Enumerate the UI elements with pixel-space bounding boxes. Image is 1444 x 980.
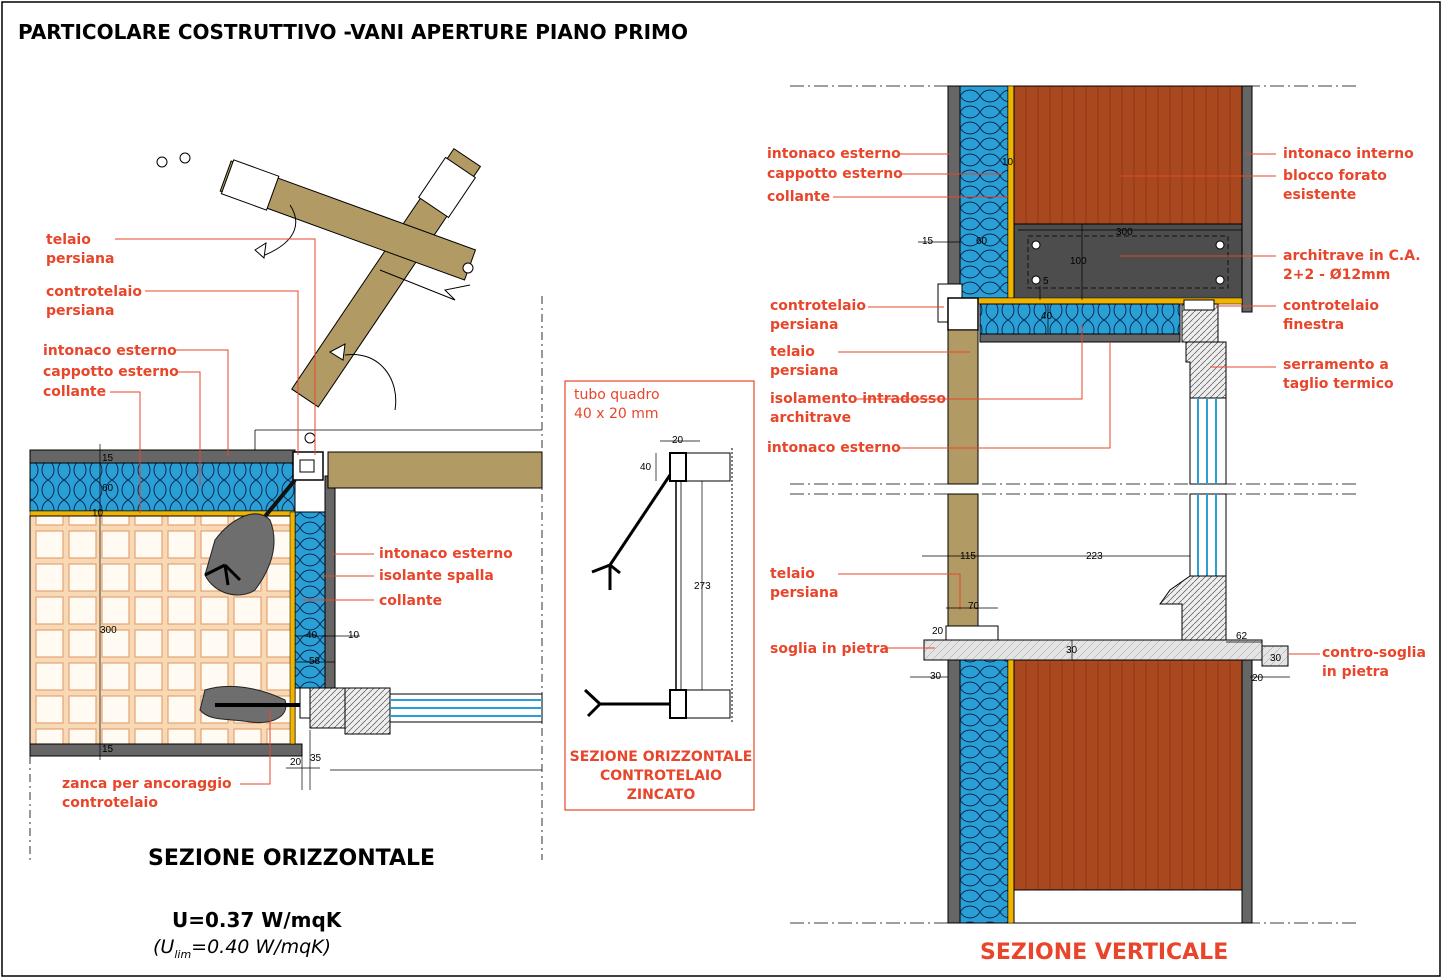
dim-35: 35 xyxy=(310,753,322,764)
v-dim-40: 40 xyxy=(1041,311,1053,322)
caption-controtelaio-zincato: SEZIONE ORIZZONTALE CONTROTELAIO ZINCATO xyxy=(569,749,753,803)
label-intonaco-esterno: intonaco esterno xyxy=(43,343,177,359)
u-value: U=0.37 W/mqK xyxy=(172,908,342,932)
label-intonaco-esterno-jamb: intonaco esterno xyxy=(379,546,513,562)
v-label-contro-soglia: contro-soglia in pietra xyxy=(1322,645,1426,680)
label-controtelaio-persiana: controtelaio persiana xyxy=(46,284,142,319)
caption-sezione-verticale: SEZIONE VERTICALE xyxy=(980,940,1229,965)
v-label-collante: collante xyxy=(767,189,831,205)
v-label-blocco-forato: blocco forato esistente xyxy=(1283,168,1387,203)
dim-20: 20 xyxy=(290,757,302,768)
detail-dim-40: 40 xyxy=(640,462,652,473)
v-dim-223: 223 xyxy=(1086,551,1103,562)
caption-sezione-orizzontale: SEZIONE ORIZZONTALE xyxy=(148,846,436,871)
v-dim-30-c: 30 xyxy=(930,671,942,682)
v-dim-20-b: 20 xyxy=(1252,673,1264,684)
u-lim-suffix: =0.40 W/mqK) xyxy=(191,936,332,958)
dim-10-jamb: 10 xyxy=(348,630,360,641)
dim-15-bottom: 15 xyxy=(102,744,114,755)
v-label-intonaco-esterno: intonaco esterno xyxy=(767,146,901,162)
dim-58: 58 xyxy=(309,656,321,667)
v-dim-15: 15 xyxy=(922,236,934,247)
v-dim-100: 100 xyxy=(1070,256,1087,267)
detail-dim-20: 20 xyxy=(672,435,684,446)
v-dim-20-a: 20 xyxy=(932,626,944,637)
v-dim-62: 62 xyxy=(1236,631,1248,642)
dim-300: 300 xyxy=(100,625,117,636)
label-telaio-persiana: telaio persiana xyxy=(46,232,115,267)
v-label-intonaco-esterno-2: intonaco esterno xyxy=(767,440,901,456)
v-label-intonaco-interno: intonaco interno xyxy=(1283,146,1414,162)
v-label-controtelaio-persiana: controtelaio persiana xyxy=(770,298,866,333)
label-isolante-spalla: isolante spalla xyxy=(379,568,494,584)
label-tubo-quadro: tubo quadro 40 x 20 mm xyxy=(574,387,660,422)
v-label-telaio-persiana: telaio persiana xyxy=(770,344,839,379)
dim-40: 40 xyxy=(306,630,318,641)
label-cappotto-esterno: cappotto esterno xyxy=(43,364,179,380)
v-label-soglia: soglia in pietra xyxy=(770,641,889,657)
v-dim-115: 115 xyxy=(960,551,976,562)
label-zanca: zanca per ancoraggio controtelaio xyxy=(62,776,232,811)
v-dim-30-a: 30 xyxy=(1066,645,1078,656)
dim-60: 60 xyxy=(102,483,114,494)
v-dim-5: 5 xyxy=(1043,276,1049,287)
v-dim-300: 300 xyxy=(1116,227,1133,238)
detail-dim-273: 273 xyxy=(694,581,711,592)
v-dim-10: 10 xyxy=(1002,157,1014,168)
u-lim-value: (Ulim=0.40 W/mqK) xyxy=(153,936,331,961)
label-collante-jamb: collante xyxy=(379,593,443,609)
v-label-telaio-persiana-2: telaio persiana xyxy=(770,566,839,601)
horizontal-section xyxy=(29,147,543,860)
label-collante: collante xyxy=(43,384,107,400)
dim-15-top: 15 xyxy=(102,453,114,464)
v-label-architrave: architrave in C.A. 2+2 - Ø12mm xyxy=(1283,248,1421,283)
u-lim-prefix: (U xyxy=(153,936,175,958)
v-label-controtelaio-finestra: controtelaio finestra xyxy=(1283,298,1379,333)
v-label-isolamento: isolamento intradosso architrave xyxy=(770,391,946,426)
v-dim-60: 60 xyxy=(976,236,988,247)
v-label-serramento: serramento a taglio termico xyxy=(1283,357,1394,392)
detail-box xyxy=(564,380,755,811)
u-lim-sub: lim xyxy=(174,947,192,961)
dim-10: 10 xyxy=(92,508,104,519)
v-dim-70: 70 xyxy=(968,601,980,612)
v-dim-30-b: 30 xyxy=(1270,653,1282,664)
sheet-title: PARTICOLARE COSTRUTTIVO -VANI APERTURE P… xyxy=(18,20,688,44)
v-label-cappotto-esterno: cappotto esterno xyxy=(767,166,903,182)
vertical-section xyxy=(790,85,1360,924)
